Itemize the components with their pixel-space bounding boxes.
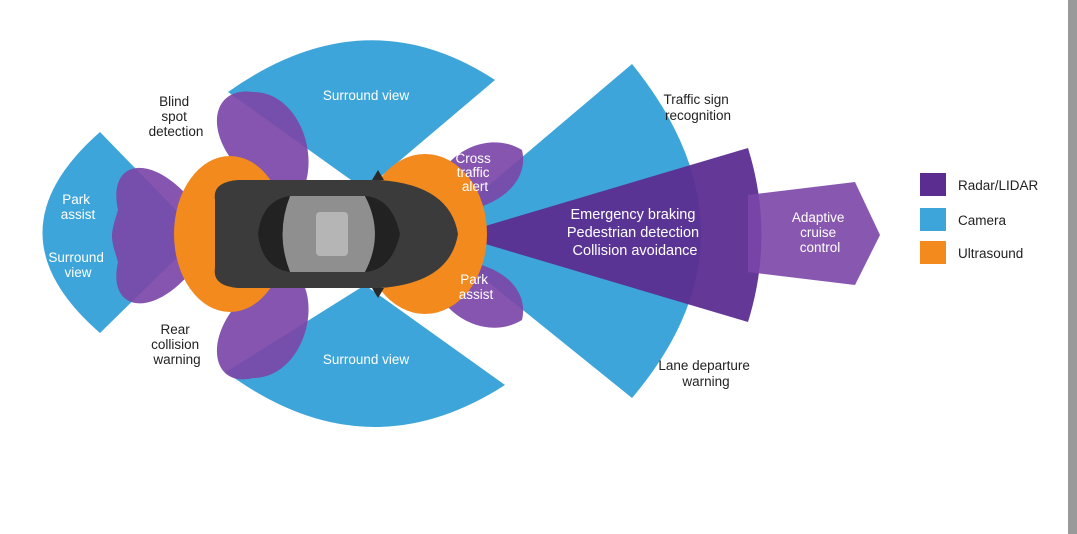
camera-zone-surround-top <box>228 40 495 190</box>
label-traffic-sign-recognition: Traffic sign recognition <box>663 92 732 123</box>
label-park-assist-front: Park assist <box>459 272 494 302</box>
label-surround-view-left: Surround view <box>48 250 107 280</box>
car-rear-window <box>258 196 290 272</box>
zone-labels: Surround view Surround view Park assist … <box>48 88 848 367</box>
scrollbar-track[interactable] <box>1068 0 1077 534</box>
label-lane-departure-warning: Lane departure warning <box>658 358 753 389</box>
radar-zone-adaptive-cruise <box>748 182 880 285</box>
legend-swatch-radar <box>920 173 946 196</box>
label-surround-view-top: Surround view <box>323 88 410 103</box>
label-park-assist-left: Park assist <box>61 192 96 222</box>
label-adaptive-cruise: Adaptive cruise control <box>792 210 848 255</box>
legend-swatch-ultrasound <box>920 241 946 264</box>
callout-labels: Blind spot detection Rear collision warn… <box>149 92 753 389</box>
legend-label-ultrasound: Ultrasound <box>958 246 1023 261</box>
legend-label-camera: Camera <box>958 213 1007 228</box>
car-top-view <box>214 170 458 298</box>
car-windshield <box>365 196 400 272</box>
label-blind-spot-detection: Blind spot detection <box>149 94 204 139</box>
car-mirror-top <box>372 170 384 180</box>
camera-zone-surround-bottom <box>226 285 505 427</box>
label-front-radar-functions: Emergency braking Pedestrian detection C… <box>567 207 703 259</box>
legend-swatch-camera <box>920 208 946 231</box>
legend-label-radar: Radar/LIDAR <box>958 178 1039 193</box>
label-surround-view-bottom: Surround view <box>323 352 410 367</box>
radar-zone-front <box>455 148 748 322</box>
label-cross-traffic-alert: Cross traffic alert <box>455 151 494 194</box>
car-sunroof <box>316 212 348 256</box>
legend: Radar/LIDAR Camera Ultrasound <box>920 173 1039 264</box>
label-rear-collision-warning: Rear collision warning <box>151 322 203 367</box>
car-mirror-bottom <box>372 288 384 298</box>
